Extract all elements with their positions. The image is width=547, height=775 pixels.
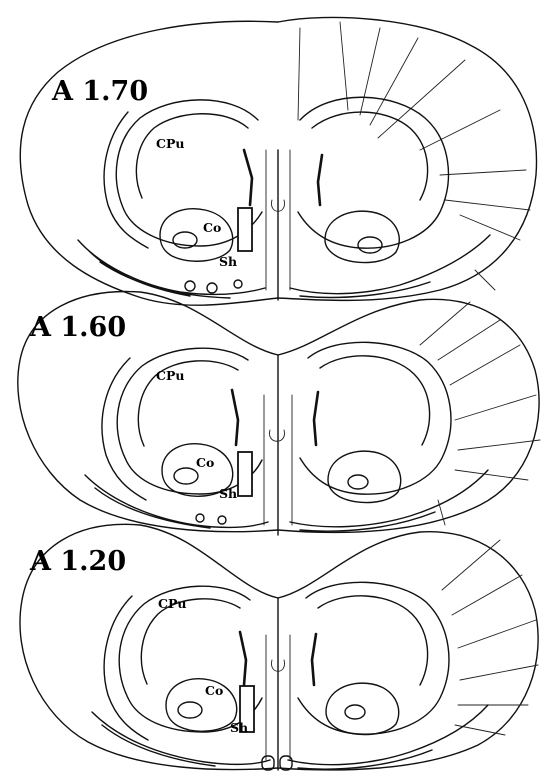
section-2-cpu-right-outline <box>300 342 451 494</box>
section-1-outline-right <box>278 17 536 300</box>
section-3-cpu-right-outline <box>298 582 449 734</box>
section-3-cpu-right-inner <box>318 596 428 685</box>
section-1-cortex-lines <box>298 22 530 240</box>
section-1-cannula-marker <box>238 208 252 251</box>
section-2-cpu-label: CPu <box>156 368 184 383</box>
section-2-ventricle-left <box>232 390 238 445</box>
section-1-outline-left <box>20 21 278 305</box>
coronal-section-1: A 1.70 CPu Co Sh <box>20 17 536 305</box>
section-3-ac-left <box>178 702 202 718</box>
section-2-outline-right <box>278 299 539 532</box>
section-1-ac-right <box>358 237 382 253</box>
section-1-co-label: Co <box>203 220 221 235</box>
section-3-co-label: Co <box>205 683 223 698</box>
section-3-cpu-label: CPu <box>158 596 186 611</box>
section-1-ventricle-right <box>318 155 322 205</box>
section-2-sh-label: Sh <box>219 486 237 501</box>
section-3-ventral-right <box>288 705 488 769</box>
section-1-ventral-left <box>78 240 265 298</box>
section-3-core-left <box>166 679 237 732</box>
section-2-cannula-marker <box>238 452 252 496</box>
section-1-ventral-right <box>290 235 490 297</box>
section-1-capsule-left <box>104 112 148 248</box>
section-3-sh-label: Sh <box>230 720 248 735</box>
coronal-section-2: A 1.60 CPu Co Sh <box>18 270 540 535</box>
section-3-level-label: A 1.20 <box>29 546 126 577</box>
section-2-ac-right <box>348 475 368 489</box>
section-1-isle-1 <box>185 281 195 291</box>
coronal-section-3: A 1.20 CPu Co Sh <box>20 500 538 770</box>
section-3-bulb-left <box>262 756 274 770</box>
section-2-ventral-right <box>290 470 488 531</box>
section-2-isle-2 <box>218 516 226 524</box>
section-2-ac-left <box>174 468 198 484</box>
section-2-cpu-left-inner <box>138 361 238 446</box>
section-3-core-right <box>326 683 399 734</box>
section-1-cpu-left-inner <box>136 114 248 198</box>
section-1-sh-label: Sh <box>219 254 237 269</box>
section-2-level-label: A 1.60 <box>29 312 126 343</box>
section-2-co-label: Co <box>196 455 214 470</box>
section-3-ventricle-right <box>312 634 316 685</box>
section-1-level-label: A 1.70 <box>51 76 148 107</box>
section-2-ventricle-right <box>314 392 318 445</box>
section-1-cpu-label: CPu <box>156 136 184 151</box>
section-2-cpu-right-inner <box>320 356 430 445</box>
section-1-core-right <box>325 211 399 262</box>
section-1-isle-2 <box>207 283 217 293</box>
section-1-ventricle-left <box>244 150 252 205</box>
section-3-ventricle-left <box>240 632 246 685</box>
section-3-ac-right <box>345 705 365 719</box>
section-1-isle-3 <box>234 280 242 288</box>
section-3-cpu-left-inner <box>141 599 240 684</box>
section-2-isle-1 <box>196 514 204 522</box>
